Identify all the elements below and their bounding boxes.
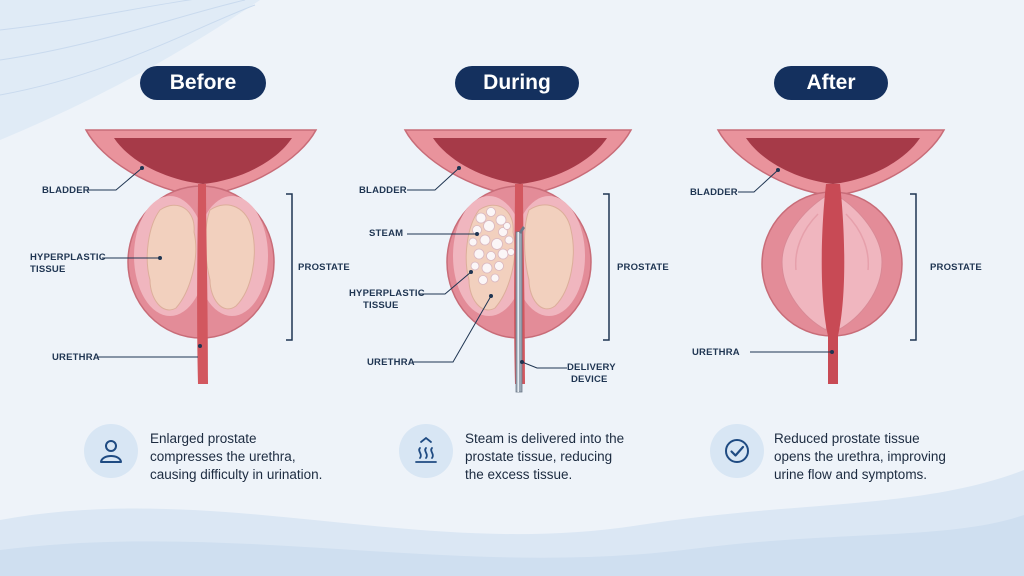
steam-bubbles [468,207,515,285]
label-steam: STEAM [369,228,404,239]
leader-lines [738,169,832,353]
delivery-device [515,226,525,393]
prostate-diagram-during [403,129,633,393]
label-delivery-device: DELIVERY DEVICE [567,362,616,385]
panel-title-during: During [455,66,579,100]
label-bladder: BLADDER [690,187,738,198]
leader-lines [407,167,567,369]
description-after: Reduced prostate tissue opens the urethr… [774,431,946,482]
hyperplastic-tissue [146,204,255,311]
person-icon [84,424,138,478]
prostate-bracket [910,193,917,341]
label-hyperplastic-tissue: HYPERPLASTIC TISSUE [30,252,106,275]
panel-before: Before BLADDER HYPER [0,0,350,576]
label-urethra: URETHRA [367,357,415,368]
leader-dots [457,166,524,364]
steam-icon [399,424,453,478]
label-urethra: URETHRA [52,352,100,363]
prostate-bracket [286,193,293,341]
panel-title-after: After [774,66,888,100]
urethra [821,184,845,384]
label-prostate: PROSTATE [617,262,669,273]
prostate-bracket [603,193,610,341]
leader-dots [140,166,202,348]
prostate-diagram-after [716,129,946,384]
prostate-diagram-before [84,129,318,384]
urethra [197,184,208,384]
description-during: Steam is delivered into the prostate tis… [465,431,625,482]
leader-dots [776,168,834,354]
panel-during: During [341,0,682,576]
label-prostate: PROSTATE [298,262,350,273]
leader-lines [88,167,198,358]
label-bladder: BLADDER [359,185,407,196]
label-prostate: PROSTATE [930,262,982,273]
label-urethra: URETHRA [692,347,740,358]
check-circle-icon [710,424,764,478]
panel-title-before: Before [140,66,266,100]
panel-after: After BLADDER URETHRA PROSTATE [682,0,1023,576]
label-bladder: BLADDER [42,185,90,196]
label-hyperplastic-tissue: HYPERPLASTIC TISSUE [349,288,425,311]
description-before: Enlarged prostate compresses the urethra… [150,431,323,482]
